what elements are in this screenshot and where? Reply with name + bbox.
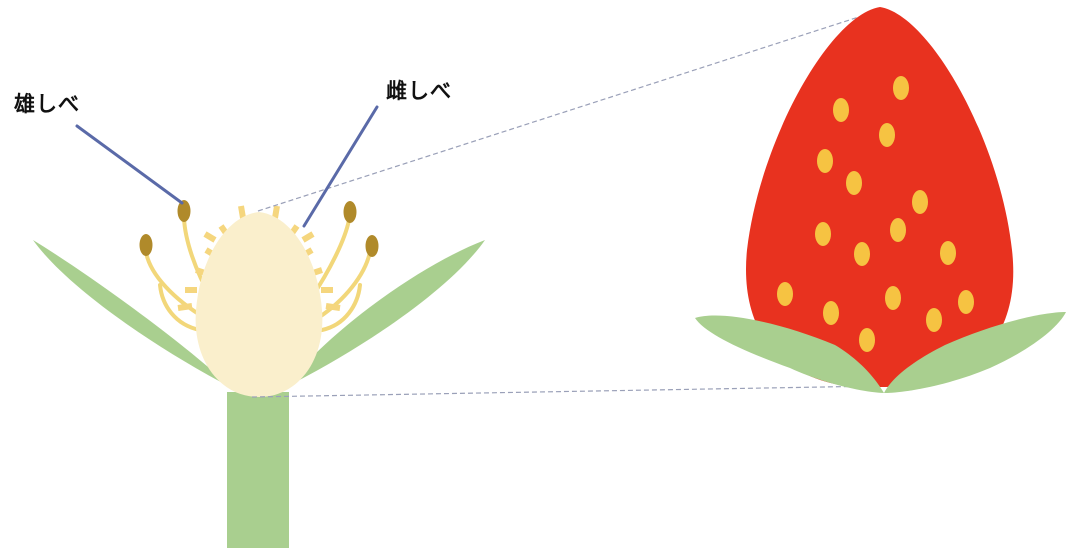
strawberry bbox=[695, 7, 1066, 393]
pistil-stub bbox=[326, 306, 340, 308]
achene bbox=[854, 242, 870, 266]
achene bbox=[833, 98, 849, 122]
pistil-stub bbox=[178, 306, 192, 308]
pistil-leader-line bbox=[304, 107, 377, 226]
achene bbox=[817, 149, 833, 173]
pistil-stub bbox=[303, 234, 313, 240]
achene bbox=[777, 282, 793, 306]
achene bbox=[815, 222, 831, 246]
stamen-anther bbox=[140, 234, 153, 256]
stamen-label: 雄しべ bbox=[14, 88, 80, 118]
achene bbox=[958, 290, 974, 314]
zoom-guide-bottom bbox=[252, 386, 880, 397]
stamen-anther bbox=[344, 201, 357, 223]
achene bbox=[940, 241, 956, 265]
achene bbox=[890, 218, 906, 242]
achene bbox=[893, 76, 909, 100]
flower-stem bbox=[227, 392, 289, 548]
flower bbox=[33, 200, 485, 548]
pistil-stub bbox=[241, 206, 243, 218]
pistil-stub bbox=[275, 206, 277, 218]
pistil-label: 雌しべ bbox=[386, 75, 452, 105]
stamen-anther bbox=[366, 235, 379, 257]
achene bbox=[846, 171, 862, 195]
achene bbox=[912, 190, 928, 214]
achene bbox=[926, 308, 942, 332]
leader-lines bbox=[77, 107, 377, 226]
stamen-anther bbox=[178, 200, 191, 222]
achene bbox=[885, 286, 901, 310]
achene bbox=[823, 301, 839, 325]
stamen-leader-line bbox=[77, 126, 182, 203]
achene bbox=[859, 328, 875, 352]
achene bbox=[879, 123, 895, 147]
pistil-stub bbox=[205, 234, 215, 240]
